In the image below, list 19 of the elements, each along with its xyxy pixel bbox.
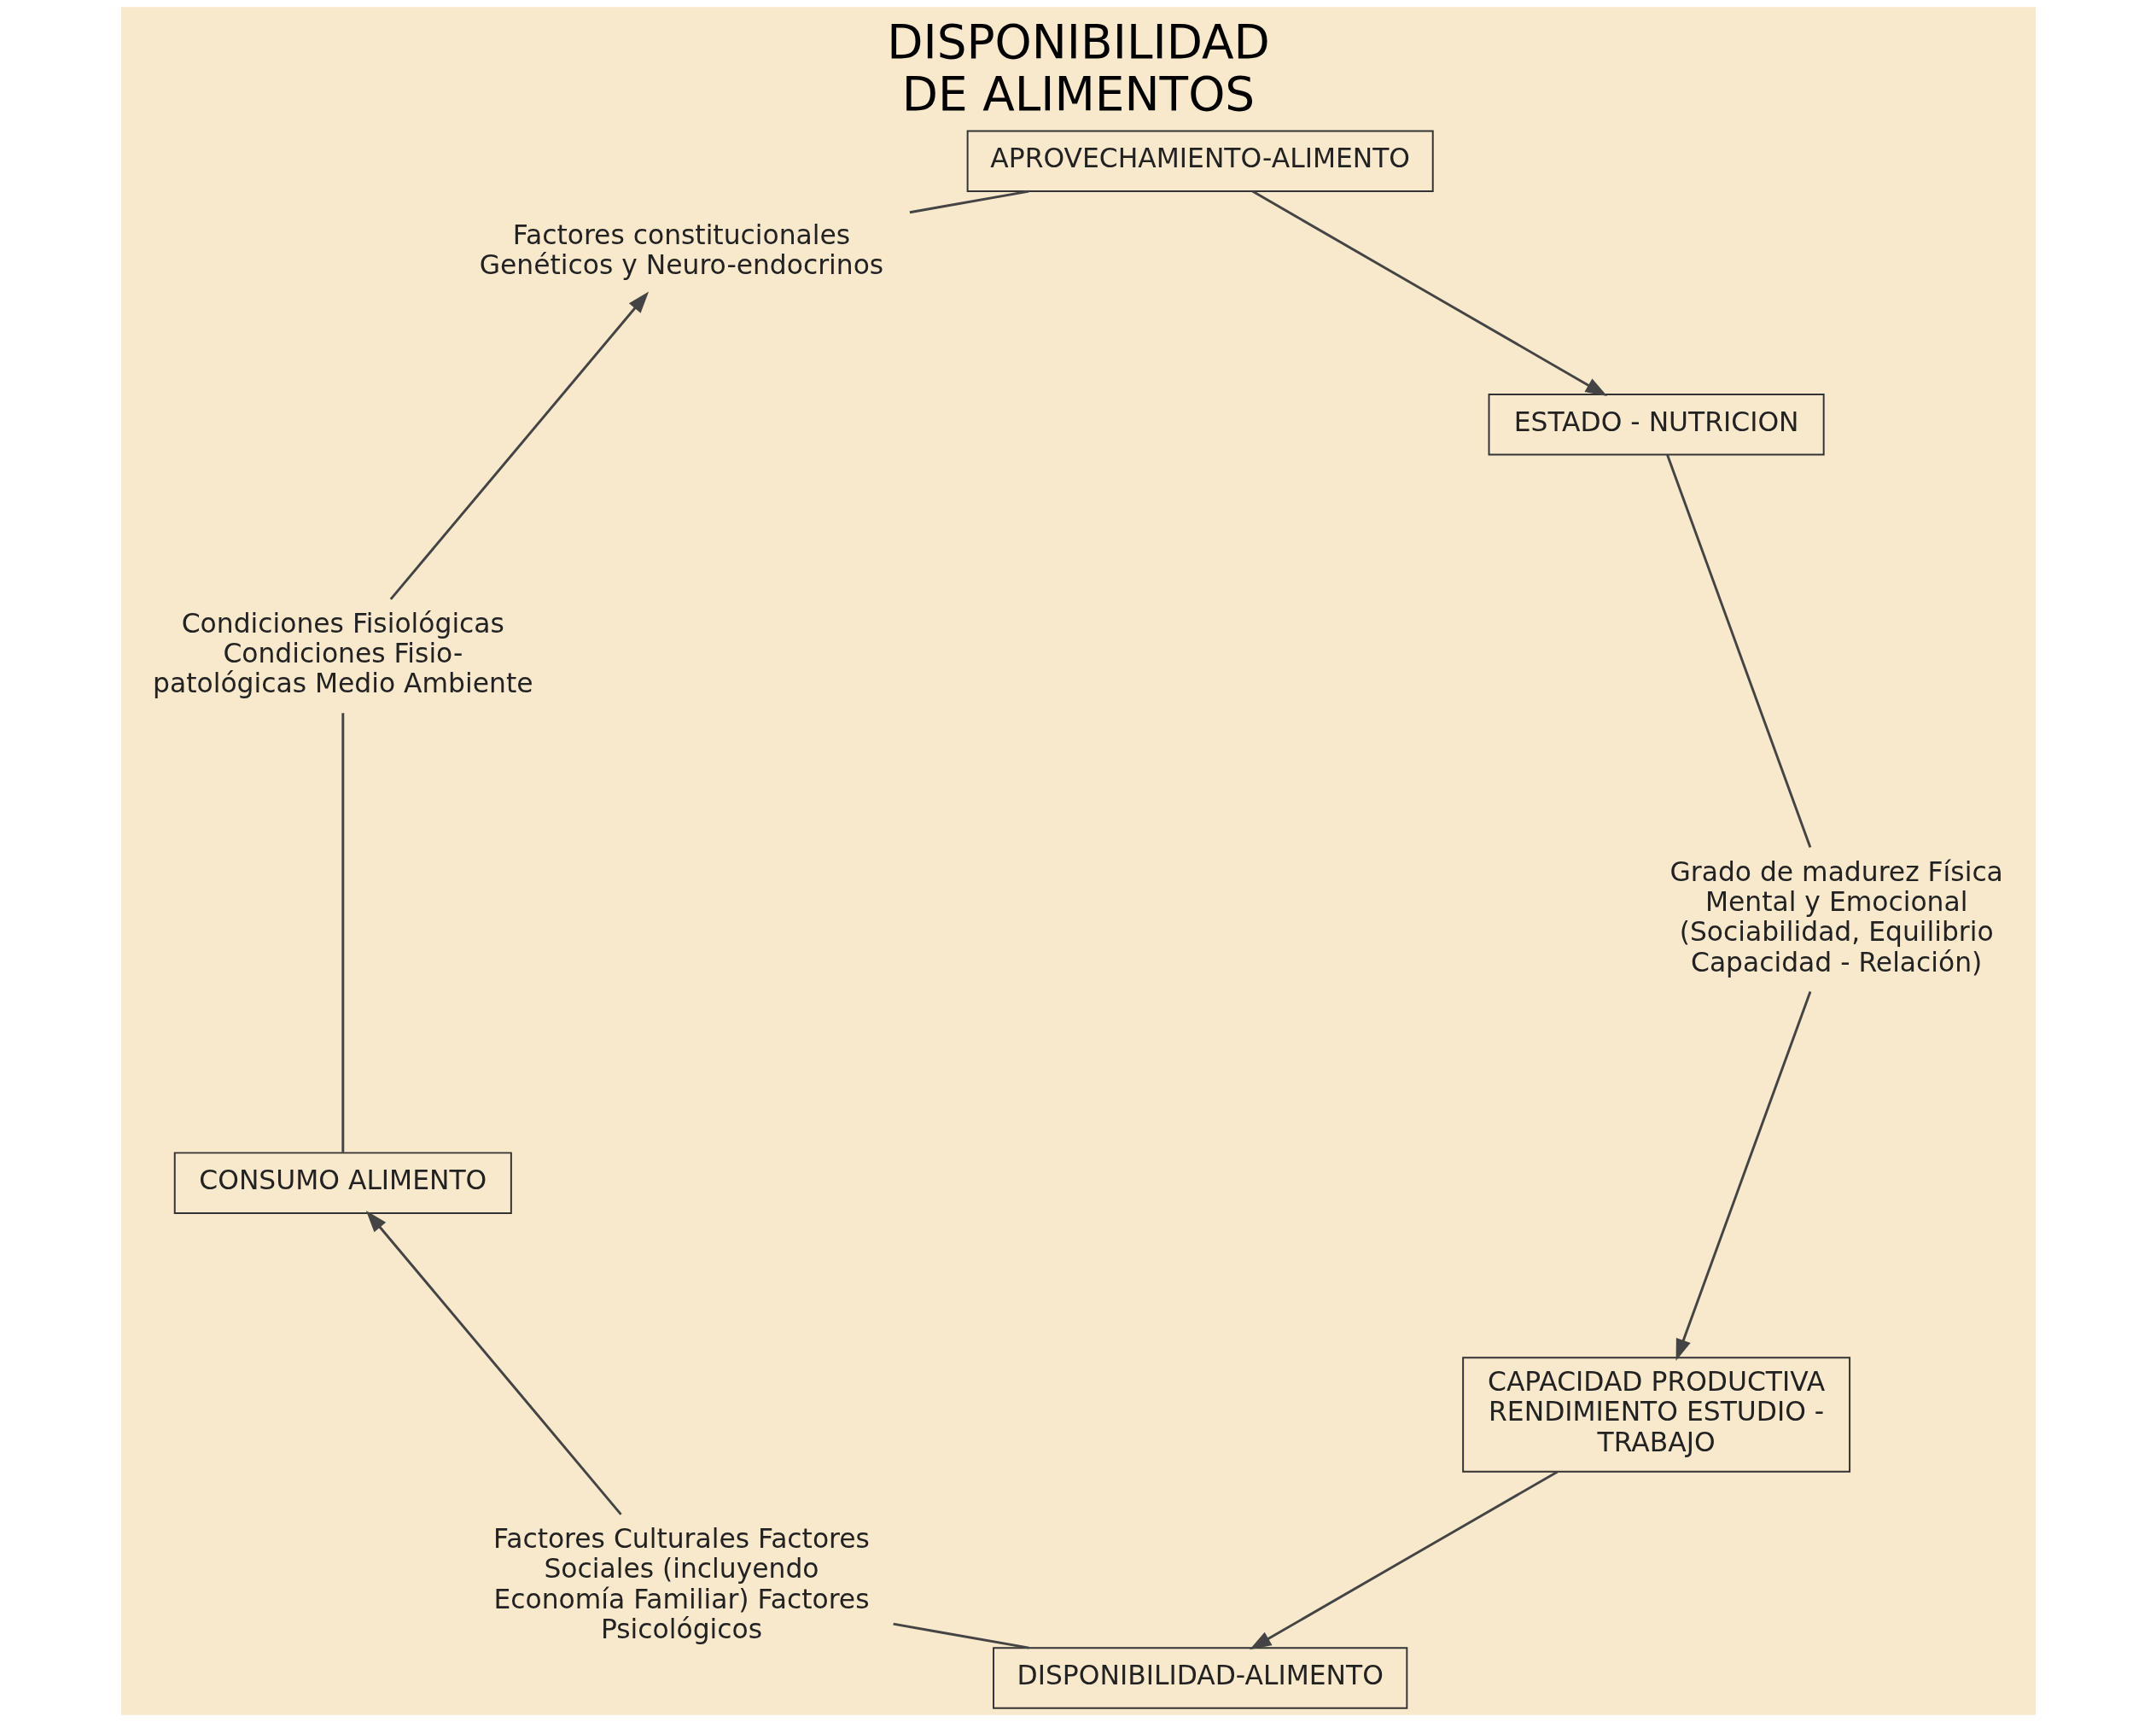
connector	[1665, 454, 1811, 849]
node-box: DISPONIBILIDAD-ALIMENTO	[992, 1647, 1407, 1709]
node-box: ESTADO - NUTRICION	[1488, 393, 1825, 456]
arrow	[1249, 1470, 1558, 1650]
arrow	[1675, 990, 1811, 1361]
arrow	[1251, 190, 1607, 397]
connector	[341, 713, 344, 1153]
connector	[892, 1622, 1029, 1649]
node-box: CONSUMO ALIMENTO	[173, 1152, 512, 1214]
node-box: APROVECHAMIENTO-ALIMENTO	[966, 130, 1434, 192]
diagram-title: DISPONIBILIDAD DE ALIMENTOS	[886, 14, 1270, 121]
connector	[909, 190, 1029, 214]
node-text: Factores constitucionales Genéticos y Neuro-endocrinos	[479, 219, 883, 280]
node-text: Condiciones Fisiológicas Condiciones Fisio-patológicas Medio Ambiente	[152, 607, 533, 699]
node-box: CAPACIDAD PRODUCTIVA RENDIMIENTO ESTUDIO - TRABAJO	[1461, 1357, 1850, 1473]
arrow	[365, 1210, 622, 1515]
node-text: Grado de madurez Física Mental y Emocional (Sociabilidad, Equilibrio Capacidad - Relación)	[1669, 855, 2003, 978]
node-text: Factores Culturales Factores Sociales (incluyendo Economía Familiar) Factores Psicológicos	[492, 1522, 870, 1644]
arrow	[389, 291, 649, 600]
